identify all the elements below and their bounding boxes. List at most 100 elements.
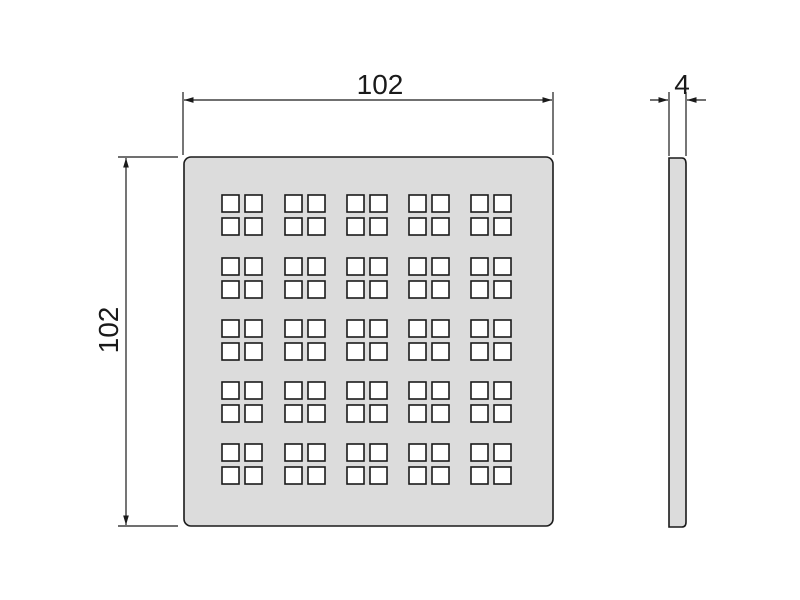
perforation-hole [369,319,388,338]
perforation-hole [369,466,388,485]
perforation-hole [369,280,388,299]
perforation-hole [493,319,512,338]
perforation-pattern [221,194,512,485]
perforation-hole [431,257,450,276]
perforation-hole [408,404,427,423]
perforation-hole [284,404,303,423]
perforation-hole [431,319,450,338]
perforation-hole [284,194,303,213]
perforation-hole [369,257,388,276]
perforation-hole [244,257,263,276]
perforation-hole [221,466,240,485]
perforation-hole [346,319,365,338]
perforation-hole [369,443,388,462]
perforation-hole [431,404,450,423]
perforation-hole [244,342,263,361]
perforation-hole [307,280,326,299]
perforation-hole [493,342,512,361]
perforation-hole [244,319,263,338]
perforation-hole [369,194,388,213]
width-label: 102 [357,69,404,100]
perforation-hole [408,257,427,276]
perforation-hole [221,381,240,400]
perforation-hole [244,194,263,213]
grate-plate-front [183,156,554,527]
perforation-hole [284,342,303,361]
perforation-hole [493,257,512,276]
perforation-hole [307,466,326,485]
perforation-hole [470,257,489,276]
perforation-hole [244,381,263,400]
perforation-hole [284,257,303,276]
perforation-hole [221,194,240,213]
perforation-hole [244,217,263,236]
perforation-hole [221,280,240,299]
perforation-hole [470,319,489,338]
perforation-hole [369,381,388,400]
perforation-hole [346,194,365,213]
perforation-hole [470,381,489,400]
perforation-hole [408,381,427,400]
perforation-hole [346,257,365,276]
grate-plate-side [668,157,687,528]
height-dimension: 102 [93,156,178,527]
perforation-hole [431,280,450,299]
perforation-hole [408,194,427,213]
perforation-hole [470,280,489,299]
perforation-hole [470,404,489,423]
perforation-hole [307,342,326,361]
perforation-hole [470,342,489,361]
perforation-hole [284,319,303,338]
height-label: 102 [93,307,124,354]
perforation-hole [346,217,365,236]
perforation-hole [284,217,303,236]
perforation-hole [493,194,512,213]
perforation-hole [244,443,263,462]
perforation-hole [244,466,263,485]
perforation-hole [493,466,512,485]
perforation-hole [221,404,240,423]
perforation-hole [346,443,365,462]
perforation-hole [369,404,388,423]
perforation-hole [307,404,326,423]
perforation-hole [408,342,427,361]
perforation-hole [493,443,512,462]
perforation-hole [346,466,365,485]
perforation-hole [408,466,427,485]
perforation-hole [408,319,427,338]
perforation-hole [221,342,240,361]
perforation-hole [307,194,326,213]
perforation-hole [307,443,326,462]
thickness-label: 4 [674,69,690,100]
perforation-hole [431,342,450,361]
perforation-hole [431,381,450,400]
perforation-hole [493,404,512,423]
perforation-hole [307,319,326,338]
perforation-hole [284,466,303,485]
perforation-hole [221,443,240,462]
side-view: 4 [650,69,706,528]
perforation-hole [307,257,326,276]
perforation-hole [431,217,450,236]
perforation-hole [284,443,303,462]
perforation-hole [493,217,512,236]
perforation-hole [369,217,388,236]
perforation-hole [284,381,303,400]
perforation-hole [470,466,489,485]
perforation-hole [307,217,326,236]
perforation-hole [221,257,240,276]
width-dimension: 102 [182,69,554,155]
perforation-hole [493,280,512,299]
perforation-hole [431,194,450,213]
perforation-hole [244,404,263,423]
perforation-hole [408,217,427,236]
perforation-hole [408,443,427,462]
perforation-hole [346,342,365,361]
perforation-hole [244,280,263,299]
perforation-hole [346,404,365,423]
perforation-hole [408,280,427,299]
perforation-hole [221,217,240,236]
perforation-hole [284,280,303,299]
perforation-hole [470,194,489,213]
